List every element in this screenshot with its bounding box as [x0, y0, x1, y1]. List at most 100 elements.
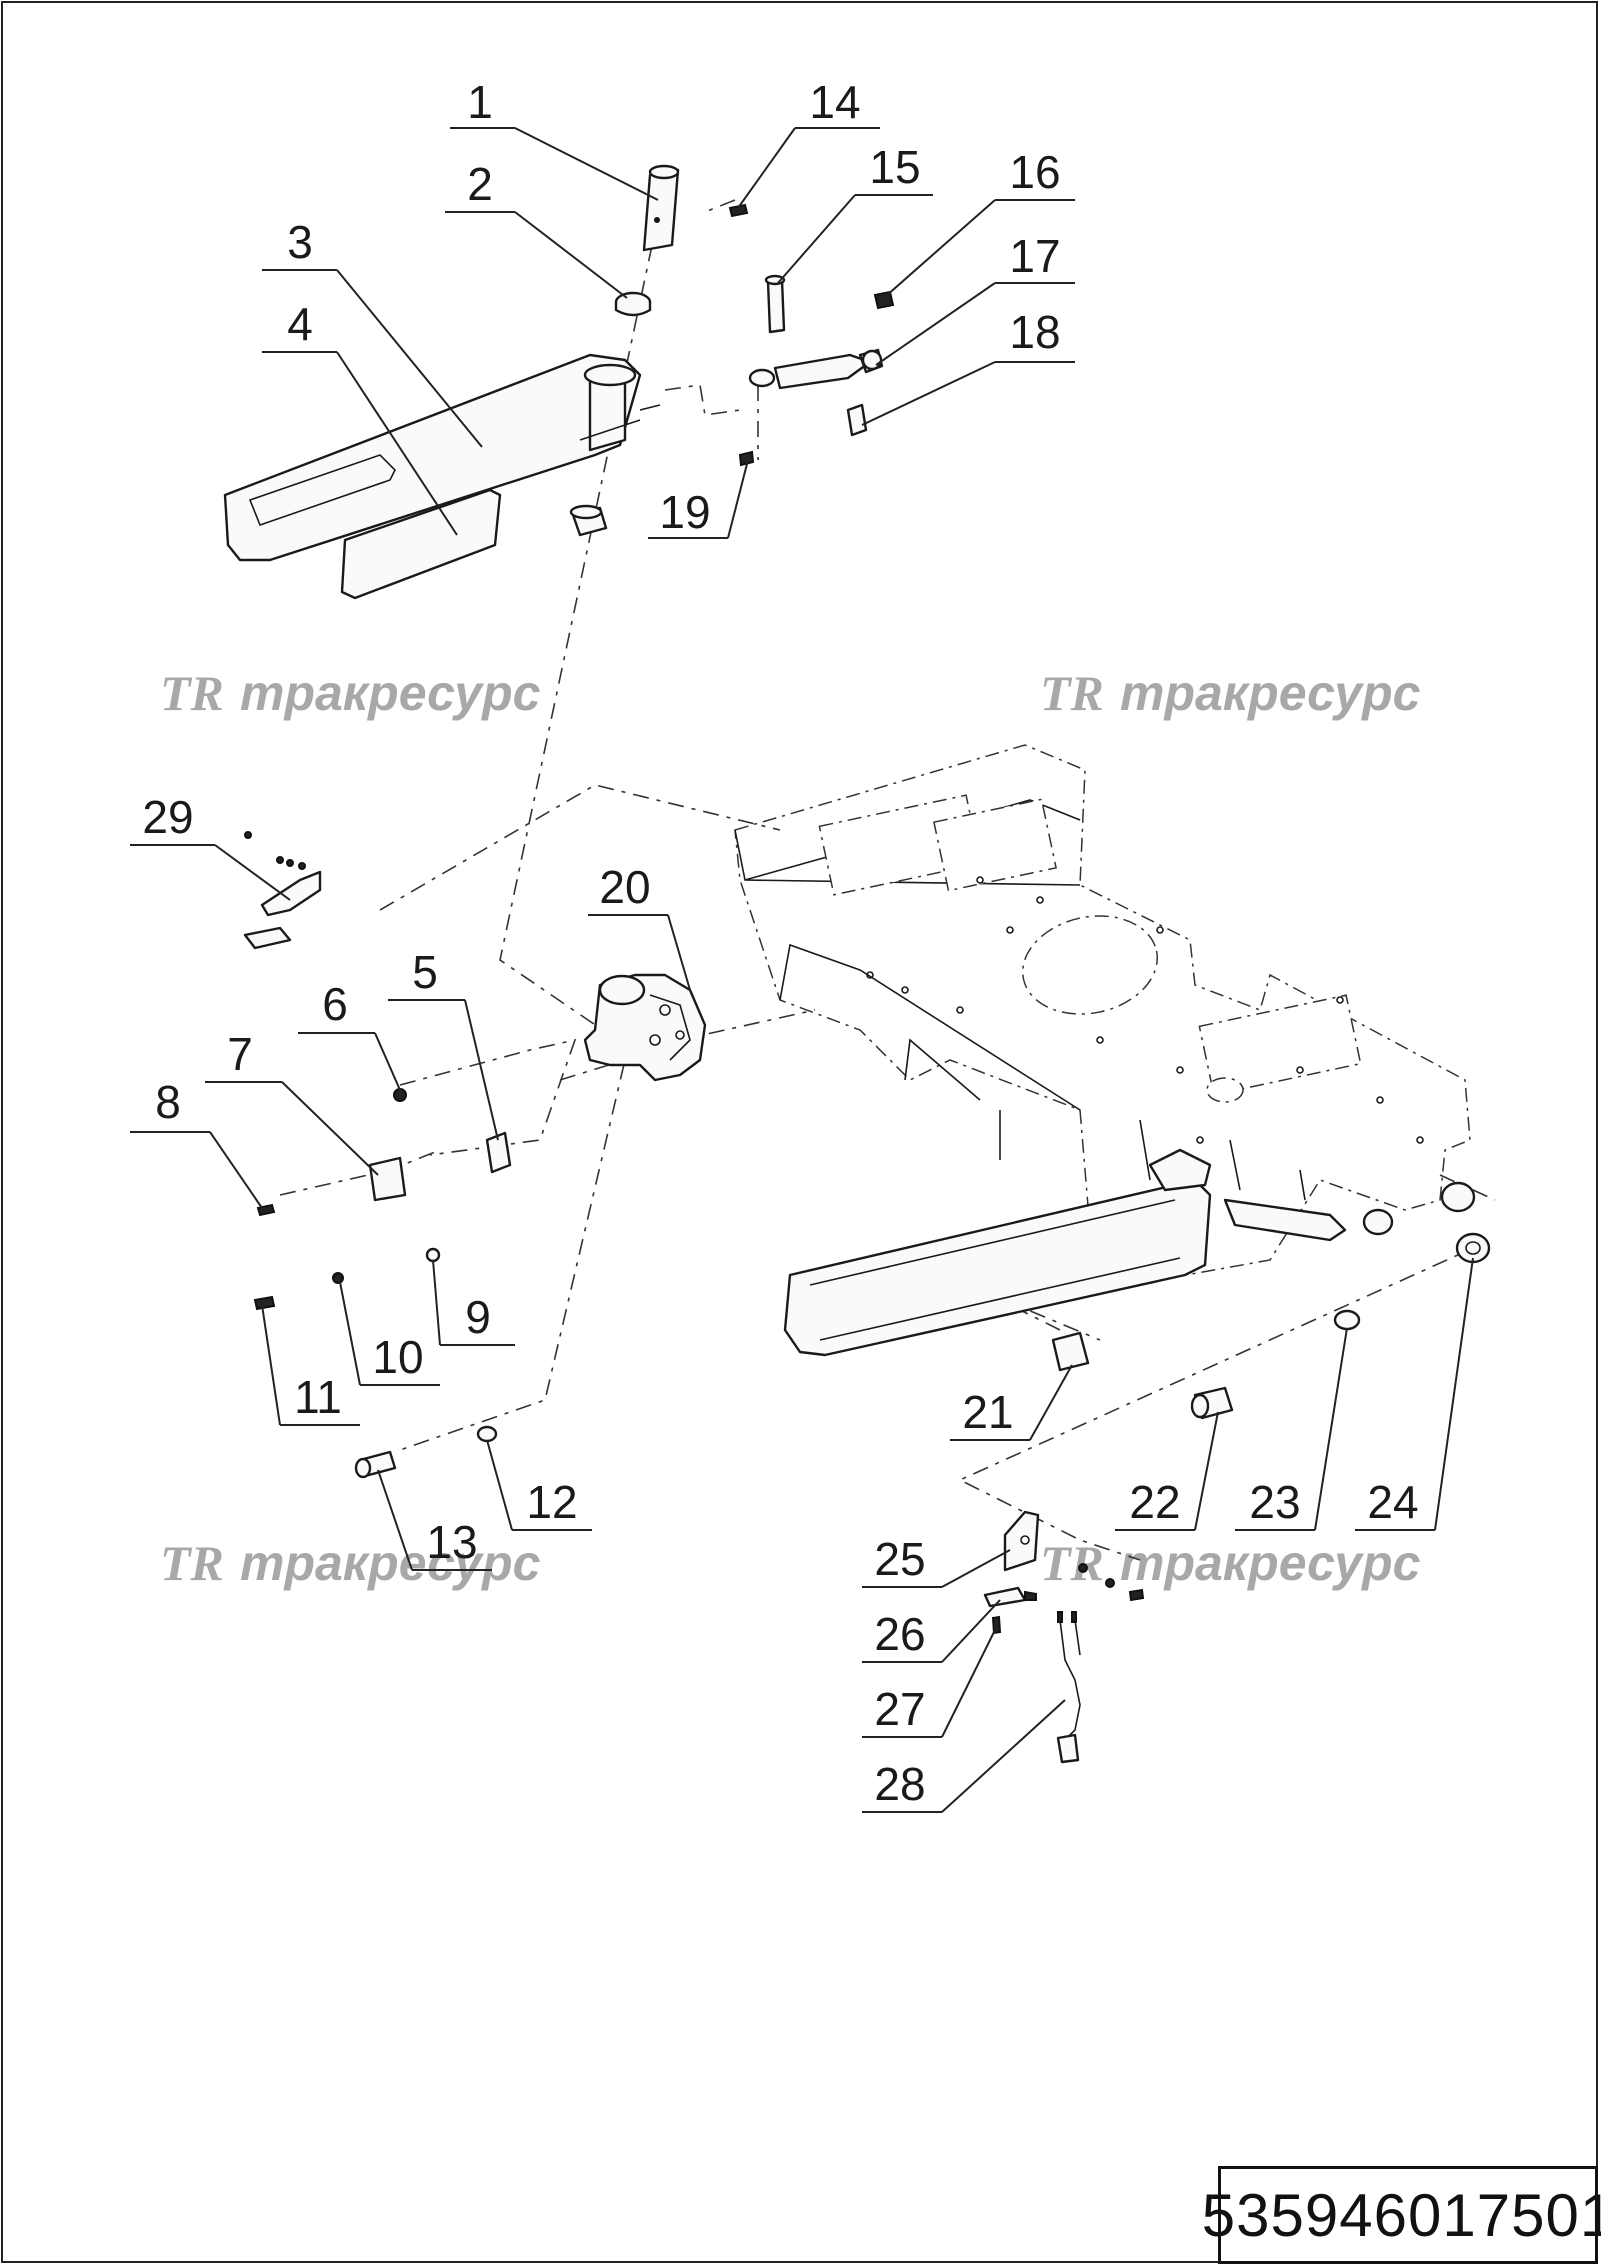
washer-9: [425, 1247, 441, 1263]
plate-5: [485, 1131, 512, 1174]
svg-text:6: 6: [322, 978, 348, 1030]
callout-6: 6: [298, 978, 401, 1091]
svg-text:23: 23: [1249, 1476, 1300, 1528]
svg-text:27: 27: [874, 1683, 925, 1735]
callout-2: 2: [445, 158, 628, 299]
svg-text:16: 16: [1009, 146, 1060, 198]
svg-text:тракресурс: тракресурс: [240, 665, 541, 721]
watermark-bottom-right: TR тракресурс: [1040, 1535, 1421, 1591]
callout-27: 27: [862, 1627, 997, 1738]
callout-24: 24: [1355, 1257, 1474, 1531]
svg-text:тракресурс: тракресурс: [1120, 1535, 1421, 1591]
svg-text:20: 20: [599, 861, 650, 913]
switch-26: [983, 1586, 1037, 1608]
callout-21: 21: [950, 1364, 1073, 1441]
hinge-bracket: [583, 973, 707, 1082]
callout-15: 15: [777, 141, 933, 284]
armrest-installed: [783, 1148, 1476, 1357]
callout-7: 7: [205, 1028, 379, 1176]
svg-text:10: 10: [372, 1331, 423, 1383]
svg-text:12: 12: [526, 1476, 577, 1528]
callout-22: 22: [1115, 1411, 1219, 1531]
svg-text:21: 21: [962, 1386, 1013, 1438]
nut-10: [332, 1272, 344, 1284]
wire-harness-28: [1056, 1611, 1081, 1764]
drawing-number: 535946017501: [1201, 2181, 1601, 2249]
callouts: 1 2 3 4 14 15: [130, 76, 1474, 1813]
callout-4: 4: [262, 298, 458, 536]
callout-12: 12: [486, 1439, 592, 1531]
svg-text:тракресурс: тракресурс: [240, 1535, 541, 1591]
svg-text:19: 19: [659, 486, 710, 538]
armrest-upper: [223, 353, 661, 562]
bolt-11: [253, 1295, 276, 1311]
svg-text:14: 14: [809, 76, 860, 128]
watermark-top-right: TR тракресурс: [1040, 665, 1421, 721]
svg-text:8: 8: [155, 1076, 181, 1128]
drawing-number-box: 535946017501: [1202, 2166, 1601, 2264]
callout-25: 25: [862, 1533, 1011, 1588]
callout-10: 10: [339, 1281, 440, 1386]
svg-text:5: 5: [412, 946, 438, 998]
svg-text:3: 3: [287, 216, 313, 268]
svg-text:29: 29: [142, 791, 193, 843]
washer-24: [1455, 1232, 1491, 1264]
svg-text:TR: TR: [160, 1535, 224, 1591]
svg-text:13: 13: [426, 1516, 477, 1568]
callout-28: 28: [862, 1699, 1066, 1813]
callout-9: 9: [432, 1259, 515, 1346]
block-7: [368, 1156, 407, 1202]
screw-19: [738, 450, 755, 467]
switch-bracket-25: [1003, 1510, 1040, 1572]
callout-8: 8: [130, 1076, 263, 1209]
washer-23: [1333, 1309, 1361, 1331]
svg-text:25: 25: [874, 1533, 925, 1585]
nut-16: [873, 290, 895, 310]
bushing-upper: [614, 291, 652, 317]
callout-26: 26: [862, 1599, 1001, 1663]
svg-text:1: 1: [467, 76, 493, 128]
callout-5: 5: [388, 946, 499, 1141]
callout-1: 1: [450, 76, 659, 201]
svg-text:18: 18: [1009, 306, 1060, 358]
svg-text:TR: TR: [1040, 665, 1104, 721]
watermark-top-left: TR тракресурс: [160, 665, 541, 721]
armrest-pad: [340, 488, 502, 600]
callout-17: 17: [875, 230, 1075, 366]
callout-16: 16: [885, 146, 1075, 297]
bushing-lower: [569, 504, 608, 537]
fasteners-25-group: [1078, 1563, 1145, 1602]
svg-text:TR: TR: [1040, 1535, 1104, 1591]
svg-text:4: 4: [287, 298, 313, 350]
svg-text:24: 24: [1367, 1476, 1418, 1528]
pivot-pin: [642, 164, 680, 252]
bolt-18: [846, 403, 868, 437]
nut-6: [393, 1088, 407, 1102]
svg-text:TR: TR: [160, 665, 224, 721]
callout-13: 13: [377, 1469, 492, 1571]
callout-19: 19: [648, 459, 749, 539]
svg-text:22: 22: [1129, 1476, 1180, 1528]
svg-text:7: 7: [227, 1028, 253, 1080]
gas-strut: [748, 348, 884, 390]
svg-text:2: 2: [467, 158, 493, 210]
svg-text:17: 17: [1009, 230, 1060, 282]
chassis-frame: [734, 744, 1471, 1286]
washer-12: [476, 1425, 498, 1443]
sleeve-22: [1190, 1386, 1234, 1420]
switch-bracket-29: [243, 831, 322, 950]
callout-11: 11: [261, 1304, 360, 1426]
watermark-bottom-left: TR тракресурс: [160, 1535, 541, 1591]
svg-text:28: 28: [874, 1758, 925, 1810]
svg-text:9: 9: [465, 1291, 491, 1343]
svg-text:тракресурс: тракресурс: [1120, 665, 1421, 721]
block-21: [1051, 1331, 1090, 1372]
bolt-13: [354, 1450, 397, 1479]
callout-18: 18: [861, 306, 1075, 426]
svg-text:11: 11: [294, 1371, 342, 1423]
callout-29: 29: [130, 791, 291, 901]
svg-text:26: 26: [874, 1608, 925, 1660]
callout-3: 3: [262, 216, 483, 448]
callout-23: 23: [1235, 1327, 1348, 1531]
